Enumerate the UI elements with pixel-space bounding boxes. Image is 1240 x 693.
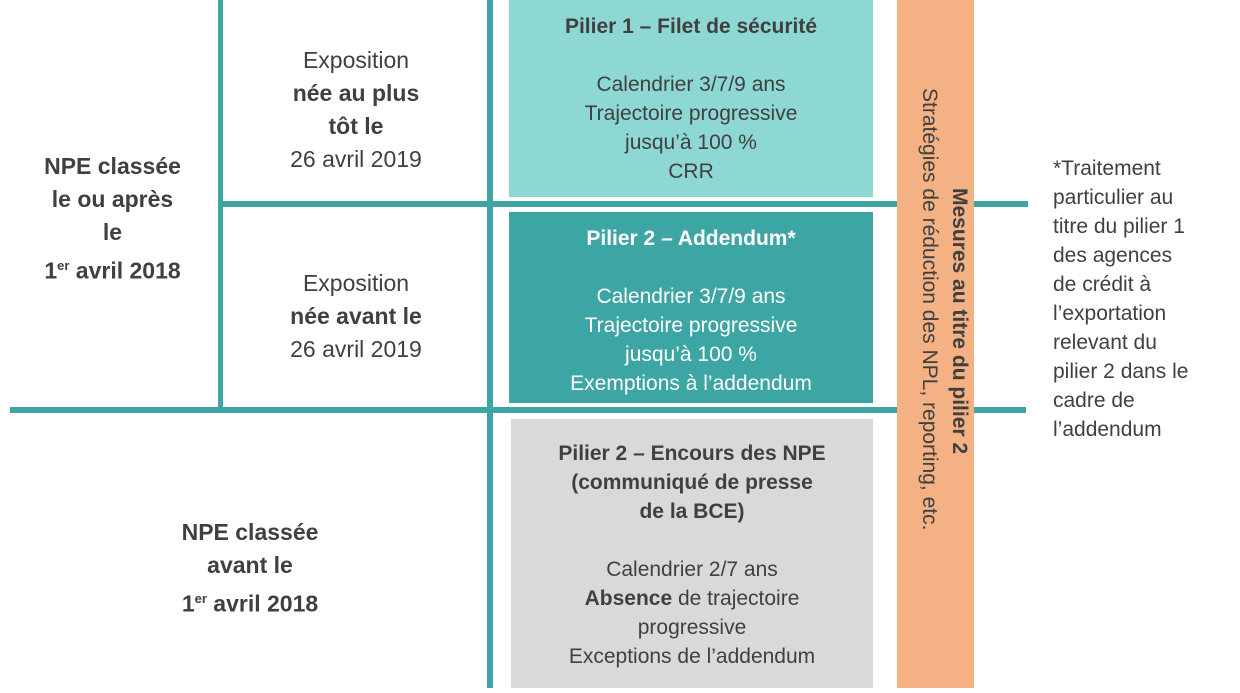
divider-vertical-mid (487, 0, 493, 688)
exposure-line: née au plus (292, 80, 420, 106)
note-line: des agences (1053, 244, 1173, 267)
row-label-line: NPE classée (181, 519, 319, 545)
box-line: Trajectoire progressive (584, 314, 798, 337)
note-line: de crédit à (1053, 273, 1152, 296)
side-title: Mesures au titre du pilier 2 (948, 188, 971, 455)
note-line: titre du pilier 1 (1053, 215, 1185, 238)
exposure-late: Exposition née au plus tôt le 26 avril 2… (225, 44, 487, 176)
box-line: Absence de trajectoire (584, 587, 800, 610)
box-line: jusqu’à 100 % (625, 131, 757, 154)
note-line: l’addendum (1053, 418, 1162, 441)
pillar1-box: Pilier 1 – Filet de sécurité Calendrier … (509, 0, 873, 197)
box-title: de la BCE) (639, 500, 745, 523)
pillar2-addendum-box: Pilier 2 – Addendum* Calendrier 3/7/9 an… (509, 212, 873, 403)
box-line: progressive (637, 616, 747, 639)
side-subtitle: Stratégies de réduction des NPL, reporti… (918, 88, 941, 531)
box-line: Calendrier 3/7/9 ans (596, 73, 786, 96)
row-label-line: le (102, 219, 123, 245)
pillar2-stock-box: Pilier 2 – Encours des NPE (communiqué d… (511, 419, 873, 688)
box-line: Trajectoire progressive (584, 102, 798, 125)
row-label-line: 1er avril 2018 (44, 257, 181, 284)
box-line: jusqu’à 100 % (625, 343, 757, 366)
note-line: cadre de (1053, 389, 1135, 412)
box-line: Calendrier 2/7 ans (606, 558, 778, 581)
divider-horizontal-bottom (10, 407, 1026, 413)
row-label-line: 1er avril 2018 (181, 590, 319, 617)
box-title: Pilier 1 – Filet de sécurité (564, 15, 818, 38)
note-line: l’exportation (1053, 302, 1167, 325)
exposure-line: tôt le (328, 113, 384, 139)
box-line: Exceptions de l’addendum (568, 645, 816, 668)
exposure-line: née avant le (290, 303, 422, 329)
box-line: Calendrier 3/7/9 ans (596, 285, 786, 308)
box-title: (communiqué de presse (571, 471, 813, 494)
row-label-before: NPE classée avant le 1er avril 2018 (120, 516, 380, 621)
note-line: pilier 2 dans le (1053, 360, 1189, 383)
box-title: Pilier 2 – Addendum* (586, 227, 796, 250)
footnote: *Traitement particulier au titre du pili… (1053, 154, 1238, 444)
box-line: Exemptions à l’addendum (570, 372, 812, 395)
row-label-line: NPE classée (44, 153, 181, 179)
box-title: Pilier 2 – Encours des NPE (558, 442, 826, 465)
exposure-line: Exposition (302, 270, 410, 296)
exposure-line: 26 avril 2019 (290, 146, 422, 172)
row-label-after: NPE classée le ou après le 1er avril 201… (10, 150, 215, 288)
box-line: CRR (668, 160, 714, 183)
exposure-line: Exposition (302, 47, 410, 73)
divider-horizontal-top (218, 201, 1028, 207)
note-line: relevant du (1053, 331, 1157, 354)
note-line: *Traitement (1053, 157, 1161, 180)
exposure-line: 26 avril 2019 (290, 336, 422, 362)
row-label-line: avant le (207, 552, 293, 578)
exposure-early: Exposition née avant le 26 avril 2019 (225, 267, 487, 366)
note-line: particulier au (1053, 186, 1174, 209)
pillar2-measures-bar: Mesures au titre du pilier 2 Stratégies … (897, 0, 974, 688)
row-label-line: le ou après (51, 186, 174, 212)
